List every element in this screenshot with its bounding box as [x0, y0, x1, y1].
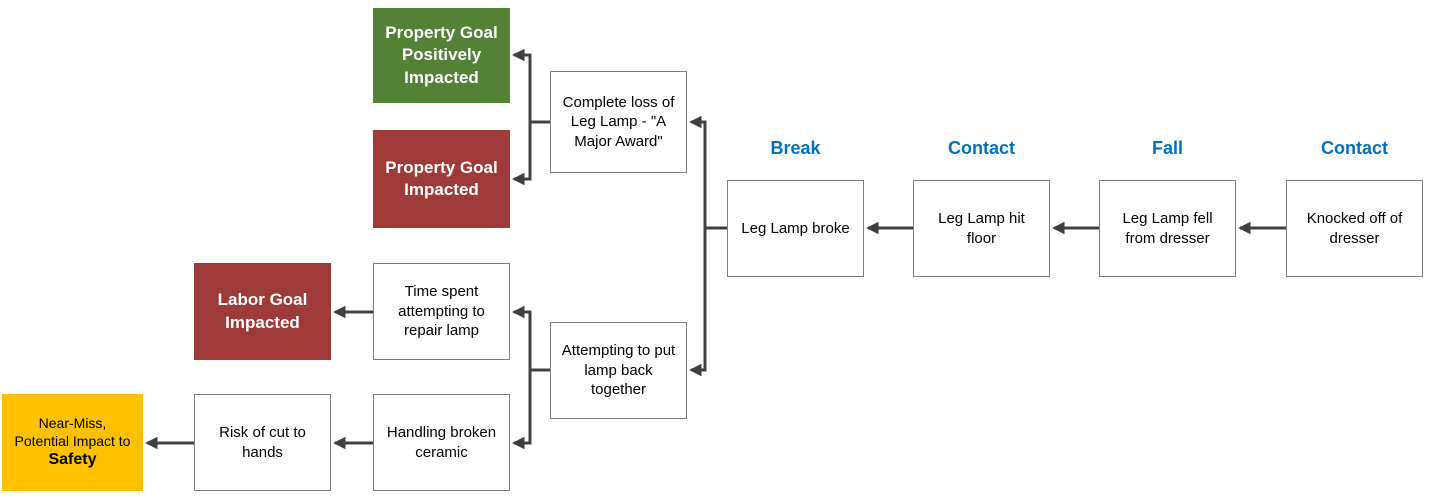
- node-leg-lamp-broke: Leg Lamp broke: [727, 180, 864, 277]
- near-miss-safety-label: Safety: [48, 451, 97, 469]
- edge-completeloss-to-positive: [512, 48, 550, 124]
- node-complete-loss: Complete loss of Leg Lamp - "A Major Awa…: [550, 71, 687, 173]
- node-knocked-off-dresser: Knocked off of dresser: [1286, 180, 1423, 277]
- goal-property-impacted: Property Goal Impacted: [373, 130, 510, 228]
- node-leg-lamp-fell: Leg Lamp fell from dresser: [1099, 180, 1236, 277]
- node-time-spent-repair: Time spent attempting to repair lamp: [373, 263, 510, 360]
- goal-near-miss-safety: Near-Miss, Potential Impact to Safety: [2, 394, 143, 491]
- node-risk-of-cut: Risk of cut to hands: [194, 394, 331, 491]
- goal-property-positively-impacted: Property Goal Positively Impacted: [373, 8, 510, 103]
- phase-label-contact-1: Contact: [948, 138, 1015, 158]
- phase-label-contact-2: Contact: [1321, 138, 1388, 158]
- goal-labor-impacted: Labor Goal Impacted: [194, 263, 331, 360]
- near-miss-line-1: Near-Miss,: [38, 414, 107, 431]
- node-leg-lamp-hit-floor: Leg Lamp hit floor: [913, 180, 1050, 277]
- node-handling-broken-ceramic: Handling broken ceramic: [373, 394, 510, 491]
- edge-broke-to-attempting: [689, 228, 707, 377]
- edge-broke-to-completeloss: [689, 115, 727, 230]
- phase-label-fall: Fall: [1151, 138, 1183, 158]
- edge-attempting-to-timespent: [512, 305, 550, 372]
- edge-completeloss-to-impacted: [512, 122, 532, 186]
- node-attempting-put-together: Attempting to put lamp back together: [550, 322, 687, 419]
- phase-label-break: Break: [770, 138, 821, 158]
- edge-attempting-to-handling: [512, 370, 532, 450]
- near-miss-line-2: Potential Impact to: [14, 433, 131, 450]
